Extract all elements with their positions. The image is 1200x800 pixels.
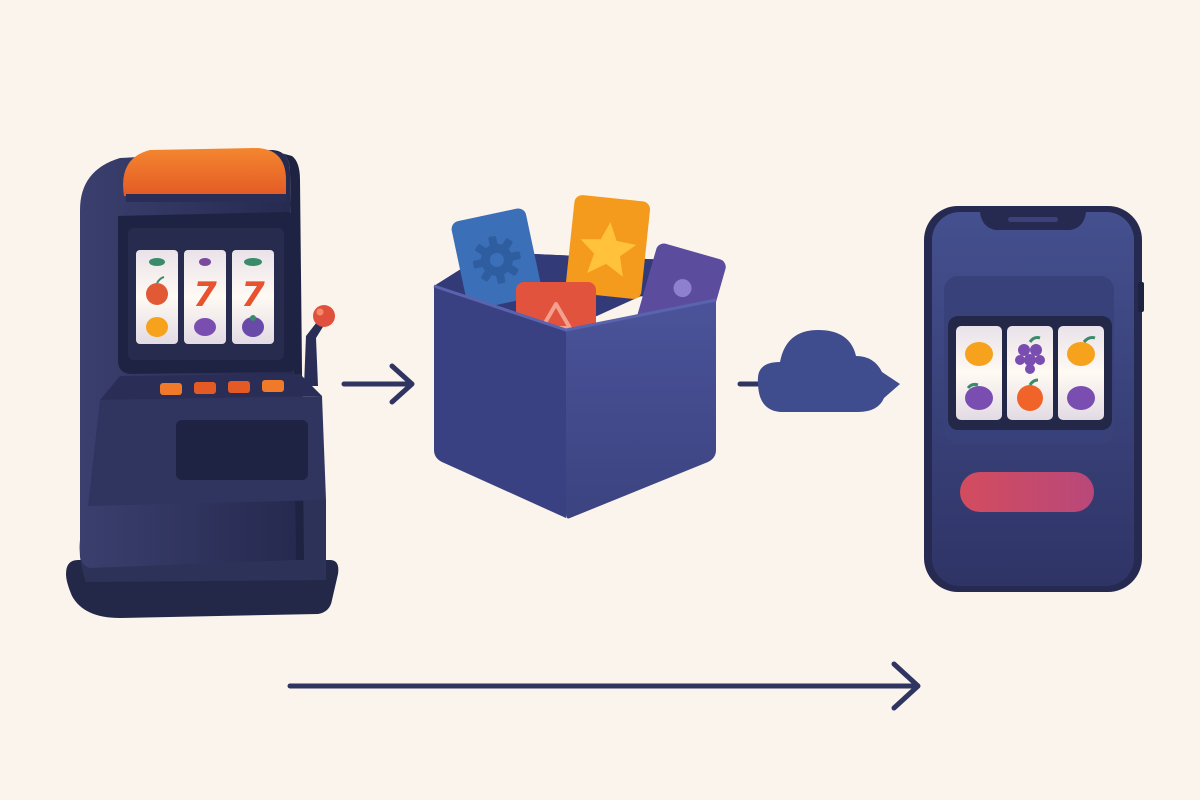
arrow-machine-to-package [341, 363, 415, 405]
slot-machine: 7 7 [66, 148, 339, 618]
plum-symbol [965, 386, 993, 410]
cabinet-top-light [123, 148, 286, 196]
grape-symbol [242, 317, 264, 337]
cloud-icon [757, 330, 900, 412]
dot-icon [673, 279, 692, 298]
star-card [565, 195, 651, 299]
coin-tray [176, 420, 308, 480]
lever[interactable] [304, 305, 335, 386]
reel-symbol-seven-1: 7 [193, 275, 217, 315]
machine-button[interactable] [228, 381, 250, 393]
plum-symbol [194, 318, 216, 336]
orange-symbol [965, 342, 993, 366]
machine-button[interactable] [194, 382, 216, 394]
machine-reels: 7 7 [136, 250, 274, 344]
star-icon [580, 222, 637, 277]
phone-side-button [1138, 282, 1144, 312]
box-left-face [434, 286, 566, 518]
plum-small-symbol [199, 258, 211, 266]
lemon-symbol [146, 317, 168, 337]
orange-symbol [1017, 385, 1043, 411]
game-package [433, 195, 726, 519]
phone-reels [956, 326, 1104, 420]
machine-buttons [160, 380, 284, 395]
overall-arrow [287, 661, 921, 711]
lemon-symbol [1067, 342, 1095, 366]
machine-button[interactable] [262, 380, 284, 392]
cloud-connector [737, 330, 900, 412]
leaf-symbol [149, 258, 165, 266]
plum-symbol [1067, 386, 1095, 410]
apple-symbol [146, 283, 168, 305]
smartphone [924, 206, 1144, 592]
spin-button[interactable] [960, 472, 1094, 512]
box-front-face [566, 300, 716, 519]
grapes-symbol [1015, 344, 1045, 374]
machine-button[interactable] [160, 383, 182, 395]
reel-symbol-seven-2: 7 [241, 275, 265, 315]
lever-knob[interactable] [313, 305, 335, 327]
